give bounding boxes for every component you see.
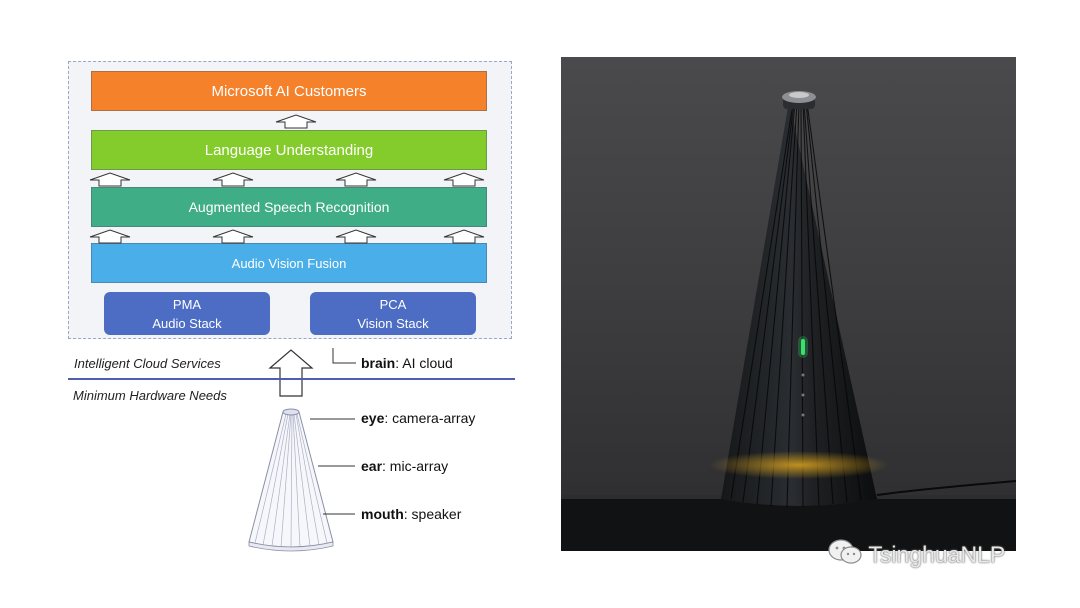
ear-desc: : mic-array	[382, 458, 449, 474]
pca-vision-stack: PCA Vision Stack	[310, 292, 476, 335]
audio-stack-label: Audio Stack	[152, 315, 222, 331]
pma-audio-stack: PMA Audio Stack	[104, 292, 270, 335]
up-arrow-icon	[212, 229, 254, 244]
up-arrow-icon	[89, 172, 131, 187]
pca-label: PCA	[379, 296, 407, 312]
brain-term: brain	[361, 355, 396, 371]
minimum-hardware-needs-label: Minimum Hardware Needs	[73, 388, 227, 403]
up-arrow-icon	[275, 114, 317, 129]
layer-microsoft-ai-customers: Microsoft AI Customers	[91, 71, 487, 111]
wechat-icon	[828, 538, 862, 572]
mouth-term: mouth	[361, 506, 404, 522]
up-arrow-icon	[212, 172, 254, 187]
up-arrow-icon	[443, 172, 485, 187]
ear-callout: ear: mic-array	[361, 458, 448, 474]
up-arrow-icon	[443, 229, 485, 244]
intelligent-cloud-services-label: Intelligent Cloud Services	[74, 356, 221, 371]
layer-language-understanding: Language Understanding	[91, 130, 487, 170]
device-photo	[561, 57, 1016, 551]
eye-desc: : camera-array	[384, 410, 476, 426]
eye-callout: eye: camera-array	[361, 410, 475, 426]
pma-label: PMA	[172, 296, 202, 312]
vision-stack-label: Vision Stack	[357, 315, 429, 331]
up-arrow-icon	[335, 229, 377, 244]
brain-desc: : AI cloud	[395, 355, 453, 371]
layer-arrows	[89, 114, 485, 244]
layer-augmented-speech-recognition: Augmented Speech Recognition	[91, 187, 487, 227]
watermark: TsinghuaNLP	[828, 538, 1005, 572]
up-arrow-icon	[89, 229, 131, 244]
watermark-text: TsinghuaNLP	[868, 541, 1006, 568]
layer-audio-vision-fusion: Audio Vision Fusion	[91, 243, 487, 283]
up-arrow-icon	[335, 172, 377, 187]
brain-callout: brain: AI cloud	[361, 355, 453, 371]
device-cone-icon	[248, 408, 334, 552]
mouth-callout: mouth: speaker	[361, 506, 461, 522]
ear-term: ear	[361, 458, 383, 474]
eye-term: eye	[361, 410, 385, 426]
hardware-diagram	[68, 348, 515, 552]
mouth-desc: : speaker	[403, 506, 462, 522]
big-up-arrow-icon	[268, 349, 314, 397]
